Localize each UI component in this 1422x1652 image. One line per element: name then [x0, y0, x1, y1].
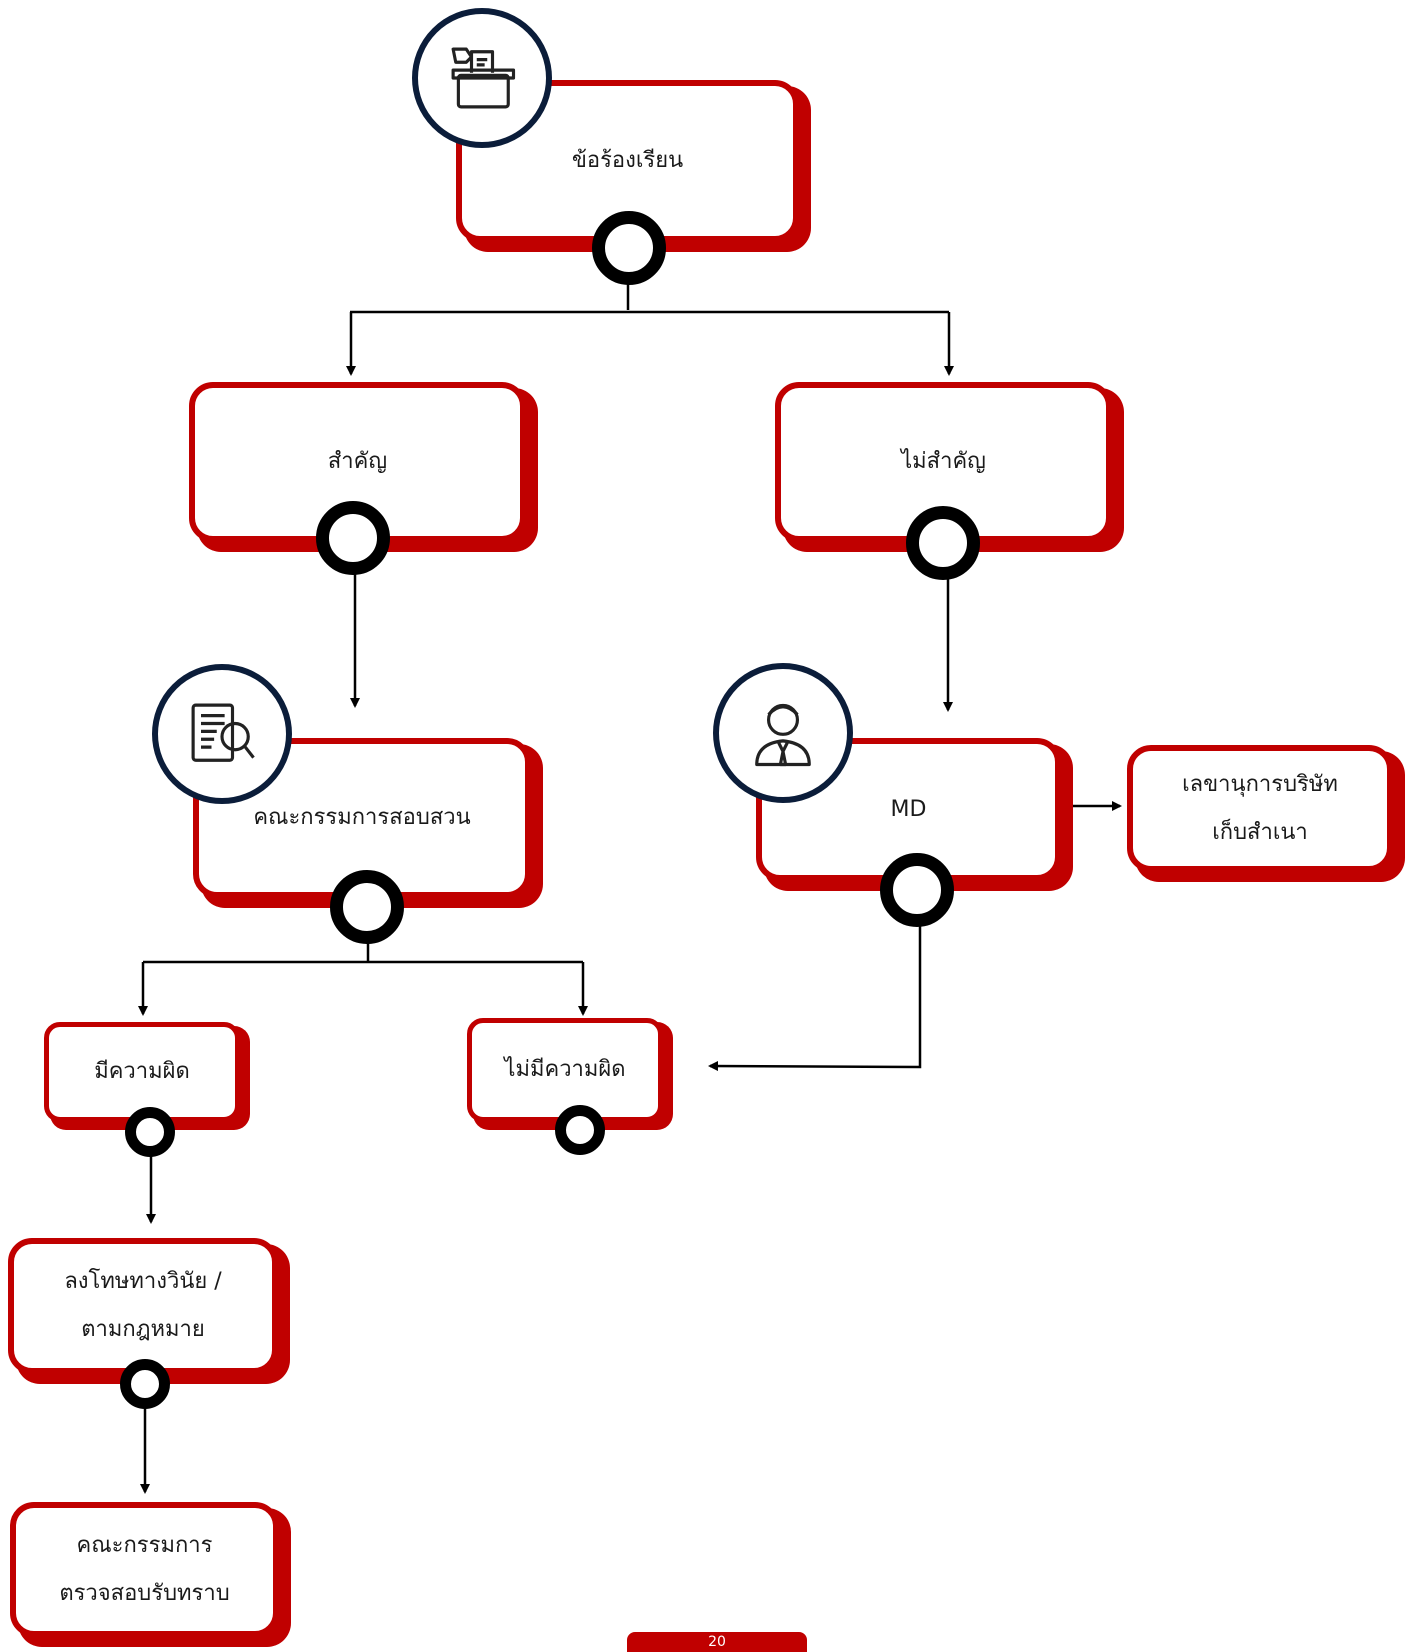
penalty-box: ลงโทษทางวินัย / ตามกฎหมาย — [8, 1238, 290, 1384]
not-guilty-box: ไม่มีความผิด — [467, 1018, 673, 1130]
complaint-box: ข้อร้องเรียน — [456, 80, 811, 252]
page-number-tab: 20 — [627, 1632, 807, 1652]
committee-connector-knob — [330, 870, 404, 944]
penalty-connector-knob — [120, 1359, 170, 1409]
arrow-md-to-not-guilty — [708, 918, 922, 1072]
secretary-box: เลขานุการบริษัท เก็บสำเนา — [1127, 745, 1405, 882]
document-search-icon — [152, 664, 292, 804]
guilty-connector-knob — [125, 1107, 175, 1157]
guilty-label: มีความผิด — [94, 1059, 190, 1084]
businessman-icon — [713, 663, 853, 803]
md-label: MD — [890, 796, 927, 822]
penalty-line1: ลงโทษทางวินัย / — [64, 1269, 222, 1294]
ballot-box-icon — [412, 8, 552, 148]
important-label: สำคัญ — [327, 449, 388, 474]
not-guilty-connector-knob — [555, 1105, 605, 1155]
not-important-connector-knob — [906, 506, 980, 580]
not-important-label: ไม่สำคัญ — [901, 449, 986, 474]
audit-line2: ตรวจสอบรับทราบ — [59, 1580, 230, 1606]
not-guilty-label: ไม่มีความผิด — [504, 1057, 626, 1082]
important-connector-knob — [316, 501, 390, 575]
md-connector-knob — [880, 853, 954, 927]
audit-committee-box: คณะกรรมการ ตรวจสอบรับทราบ — [10, 1502, 291, 1647]
complaint-label: ข้อร้องเรียน — [571, 148, 684, 173]
secretary-line2: เก็บสำเนา — [1212, 819, 1308, 845]
complaint-connector-knob — [592, 211, 666, 285]
investigation-committee-label: คณะกรรมการสอบสวน — [253, 805, 471, 830]
page-number: 20 — [708, 1634, 726, 1650]
penalty-line2: ตามกฎหมาย — [81, 1317, 205, 1342]
secretary-line1: เลขานุการบริษัท — [1182, 771, 1338, 797]
audit-line1: คณะกรรมการ — [76, 1532, 213, 1558]
